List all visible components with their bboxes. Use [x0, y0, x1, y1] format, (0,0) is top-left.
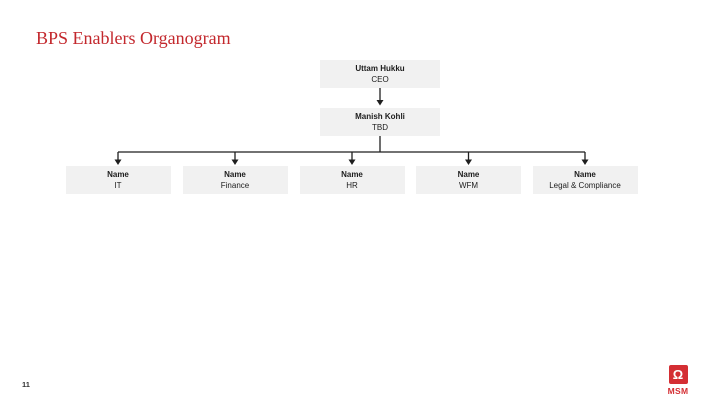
org-node-name: Name: [457, 170, 480, 179]
page-title: BPS Enablers Organogram: [36, 28, 231, 48]
org-node-it: Name IT: [65, 166, 171, 194]
org-node-name: Name: [107, 170, 129, 179]
org-node-name: Manish Kohli: [355, 112, 405, 121]
org-node-legal-compliance: Name Legal & Compliance: [532, 166, 638, 194]
org-node-role: TBD: [372, 123, 388, 132]
org-node-hr: Name HR: [299, 166, 405, 194]
msm-logo: Ω MSM: [666, 365, 690, 396]
org-node-name: Name: [574, 170, 596, 179]
org-node-role: Finance: [220, 181, 250, 190]
msm-logo-icon: Ω: [668, 365, 688, 384]
page-number: 11: [22, 380, 30, 389]
org-node-name: Name: [341, 170, 363, 179]
org-node-wfm: Name WFM: [416, 166, 521, 194]
org-node-role: Legal & Compliance: [549, 181, 621, 190]
org-node-finance: Name Finance: [182, 166, 288, 194]
msm-logo-text: MSM: [667, 386, 689, 396]
org-node-role: IT: [114, 181, 122, 190]
org-node-role: HR: [346, 181, 358, 190]
org-node-name: Name: [224, 170, 246, 179]
org-node-role: WFM: [458, 181, 479, 190]
org-node-manager: Manish Kohli TBD: [320, 108, 440, 136]
org-node-ceo: Uttam Hukku CEO: [320, 60, 440, 88]
org-node-role: CEO: [371, 75, 389, 84]
org-node-name: Uttam Hukku: [355, 64, 405, 73]
